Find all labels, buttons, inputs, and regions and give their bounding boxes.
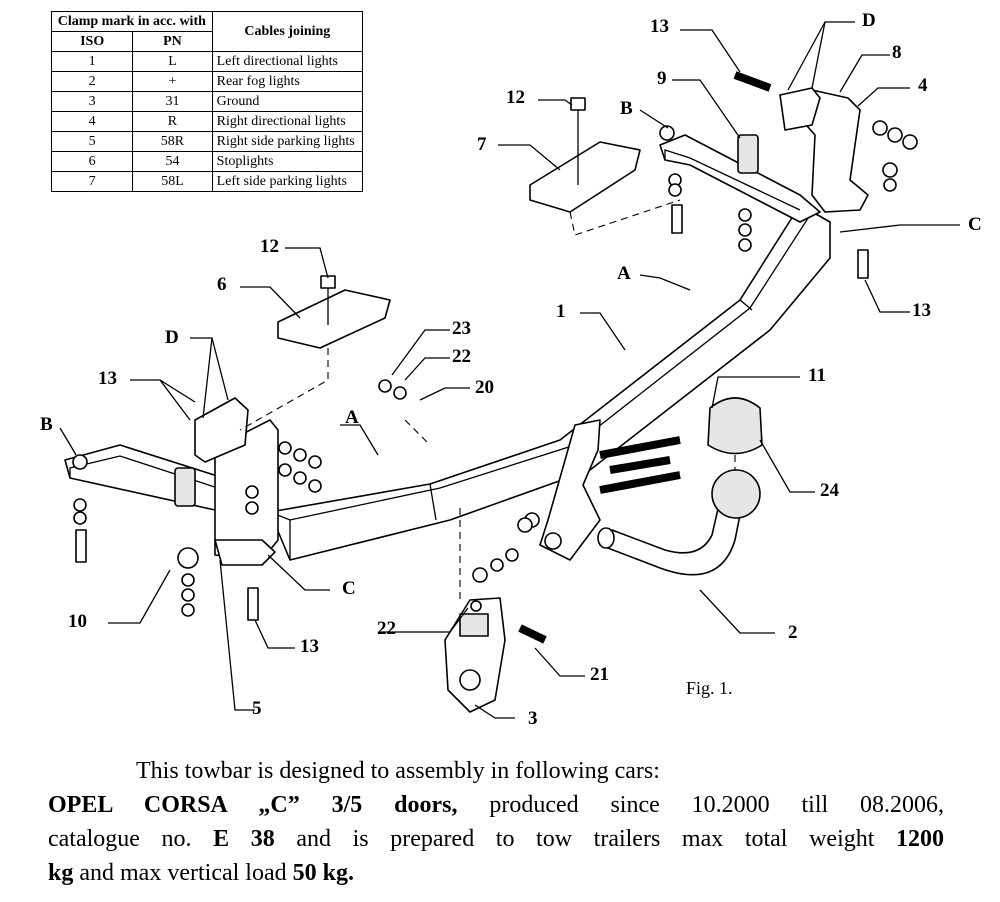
cable-cell: Left directional lights: [211, 51, 364, 72]
leader-lines: [59, 21, 960, 719]
label-a: A: [345, 407, 359, 428]
clamp-table: Clamp mark in acc. with Cables joining I…: [50, 11, 364, 192]
label-d: D: [862, 10, 876, 31]
spacer-9: [737, 134, 759, 174]
label-b: B: [620, 98, 633, 119]
right-side-arm: [659, 134, 821, 223]
label-a: A: [617, 263, 631, 284]
plate-7: [529, 97, 641, 213]
assembly-dashed-lines: [239, 199, 736, 600]
max-weight: 1200: [896, 826, 945, 852]
plate-d-left: [194, 397, 249, 463]
label-d: D: [165, 327, 179, 348]
nuts-and-washers: [72, 120, 918, 617]
catalogue-prefix: catalogue no.: [48, 826, 214, 852]
tow-text: and is prepared to tow trailers max tota…: [274, 826, 897, 852]
bolts: [75, 71, 869, 644]
caption-line-2: OPEL CORSA „C” 3/5 doors, produced since…: [48, 788, 944, 822]
label-13: 13: [300, 636, 319, 657]
cable-cell: Right directional lights: [211, 111, 364, 132]
label-1: 1: [556, 301, 566, 322]
label-12: 12: [260, 236, 279, 257]
iso-cell: 7: [50, 171, 134, 192]
label-12: 12: [506, 87, 525, 108]
label-9: 9: [657, 68, 667, 89]
caption-line-4: kg and max vertical load 50 kg.: [48, 856, 944, 890]
towbar-exploded-diagram: 13 D 8 4 9 12 B 7 C A 13 12 6 1 23 D 22 …: [40, 10, 982, 729]
label-c: C: [342, 578, 356, 599]
vertical-load: 50 kg.: [292, 860, 354, 886]
label-3: 3: [528, 708, 538, 729]
crossbar-part-1: [269, 204, 831, 561]
socket-plate-3: [444, 597, 506, 713]
label-22: 22: [377, 618, 396, 639]
caption-line-3: catalogue no. E 38 and is prepared to to…: [48, 822, 944, 856]
label-23: 23: [452, 318, 471, 339]
label-5: 5: [252, 698, 262, 719]
pn-cell: 58L: [132, 171, 213, 192]
spacer-left: [174, 467, 196, 507]
ball-mount-2: [597, 469, 761, 576]
cable-cell: Right side parking lights: [211, 131, 364, 152]
label-13: 13: [912, 300, 931, 321]
caption: This towbar is designed to assembly in f…: [48, 754, 944, 890]
weight-unit: kg: [48, 860, 74, 886]
label-2: 2: [788, 622, 798, 643]
label-11: 11: [808, 365, 826, 386]
car-model: OPEL CORSA „C” 3/5 doors,: [48, 792, 458, 818]
production-period: produced since 10.2000 till 08.2006,: [457, 792, 945, 818]
caption-line-1: This towbar is designed to assembly in f…: [136, 758, 660, 784]
pn-cell: 58R: [132, 131, 213, 152]
label-10: 10: [68, 611, 87, 632]
label-21: 21: [590, 664, 609, 685]
table-header-row: Clamp mark in acc. with Cables joining: [51, 11, 364, 52]
cable-cell: Ground: [211, 91, 364, 112]
vertical-load-text: and max vertical load: [73, 860, 293, 886]
label-6: 6: [217, 274, 227, 295]
label-22: 22: [452, 346, 471, 367]
right-bracket-4: [779, 87, 869, 213]
label-13: 13: [98, 368, 117, 389]
figure-label: Fig. 1.: [686, 678, 733, 698]
label-7: 7: [477, 134, 487, 155]
label-13: 13: [650, 16, 669, 37]
label-4: 4: [918, 75, 928, 96]
table-subheader-row: ISO PN: [50, 31, 363, 52]
catalogue-number: E 38: [213, 826, 275, 852]
label-24: 24: [820, 480, 840, 501]
label-b: B: [40, 414, 53, 435]
ball-cover-24: [707, 397, 763, 455]
label-8: 8: [892, 42, 902, 63]
cable-cell: Left side parking lights: [211, 171, 364, 192]
label-20: 20: [475, 377, 494, 398]
label-c: C: [968, 214, 982, 235]
